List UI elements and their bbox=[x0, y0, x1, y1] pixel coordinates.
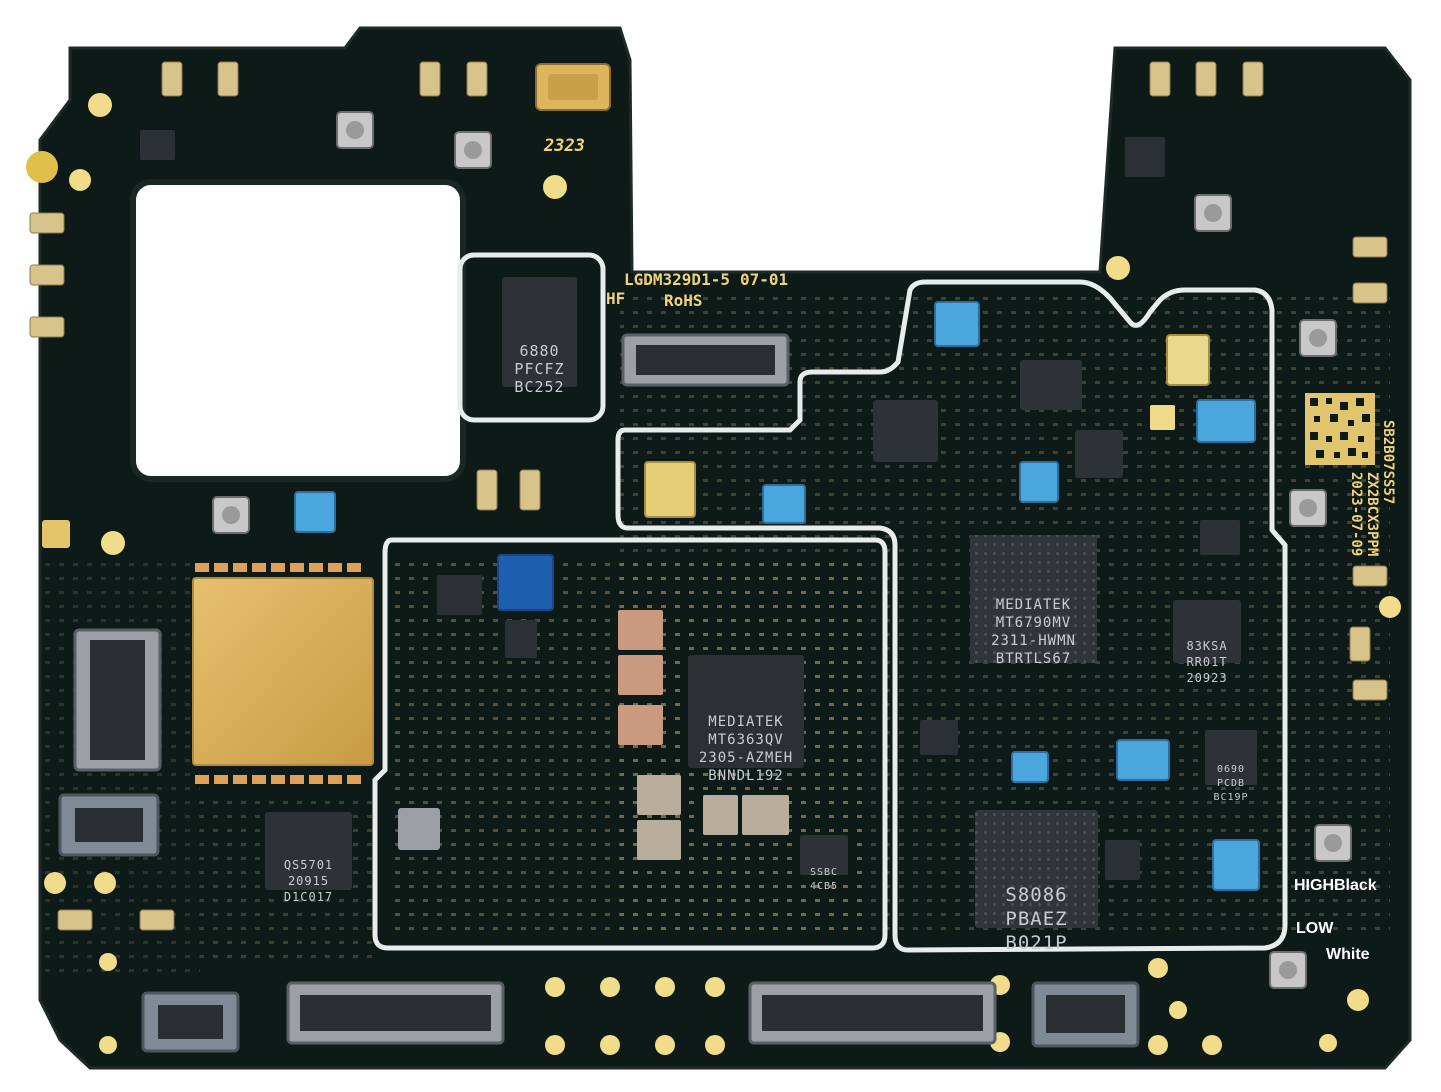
rf-chip bbox=[1173, 600, 1241, 663]
shield-outline-pmic bbox=[372, 537, 888, 951]
shield-outline-memory bbox=[457, 252, 606, 423]
label-white: White bbox=[1326, 946, 1370, 963]
pmic-chip bbox=[688, 655, 804, 768]
connectors bbox=[58, 333, 1140, 1053]
model-code: LGDM329D1-5 bbox=[624, 270, 730, 289]
shield-outline-soc bbox=[615, 279, 1288, 953]
label-high-black: HIGHBlack bbox=[1294, 877, 1377, 894]
label-low: LOW bbox=[1296, 920, 1334, 937]
top-code: 2323 bbox=[544, 136, 585, 156]
date-code: 07-01 bbox=[740, 270, 789, 289]
small-chip-right bbox=[1205, 730, 1257, 785]
serial-line3: 2023-07-09 bbox=[1348, 472, 1364, 557]
charger-chip-bga bbox=[975, 810, 1098, 928]
small-chip-bottom-left bbox=[265, 812, 352, 890]
rohs-mark: RoHS bbox=[664, 291, 703, 310]
serial-line2: ZX2BCX3PPM bbox=[1364, 472, 1380, 557]
serial-line1: SB2B07SS57 bbox=[1380, 420, 1396, 505]
gold-shield-pad bbox=[192, 577, 374, 766]
camera-cutout bbox=[130, 179, 466, 482]
memory-chip bbox=[502, 277, 577, 387]
small-chip-center bbox=[800, 835, 848, 875]
soc-chip-bga bbox=[970, 535, 1097, 663]
blue-label-chip bbox=[497, 554, 554, 611]
hf-mark: HF bbox=[606, 289, 626, 308]
